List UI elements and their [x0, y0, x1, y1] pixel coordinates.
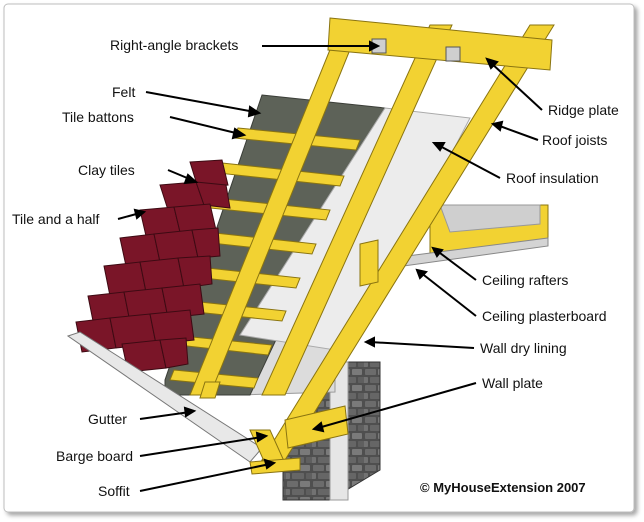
label-wall-dry-lining: Wall dry lining [480, 340, 567, 356]
soffit-shape [249, 457, 301, 475]
bracket-2 [445, 46, 461, 62]
label-felt: Felt [112, 84, 136, 100]
ridge-plate-shape [327, 17, 553, 71]
label-soffit: Soffit [98, 483, 130, 499]
label-ridge-plate: Ridge plate [548, 102, 619, 118]
copyright-notice: © MyHouseExtension 2007 [420, 480, 586, 495]
label-tile-and-a-half: Tile and a half [12, 211, 100, 227]
label-wall-plate: Wall plate [482, 375, 543, 391]
pointer-lines [117, 40, 543, 492]
label-ceiling-rafters: Ceiling rafters [482, 272, 569, 288]
timber-block [199, 381, 221, 399]
label-right-angle-brackets: Right-angle brackets [110, 37, 239, 53]
label-gutter: Gutter [88, 411, 127, 427]
label-roof-insulation: Roof insulation [506, 170, 599, 186]
roof-joists [189, 24, 555, 461]
label-clay-tiles: Clay tiles [78, 162, 135, 178]
label-barge-board: Barge board [56, 448, 134, 464]
ceiling-top [439, 204, 541, 233]
ceiling-rafter-joint [359, 239, 379, 287]
label-ceiling-plasterboard: Ceiling plasterboard [482, 308, 607, 324]
label-tile-battons: Tile battons [62, 109, 134, 125]
label-roof-joists: Roof joists [542, 132, 608, 148]
